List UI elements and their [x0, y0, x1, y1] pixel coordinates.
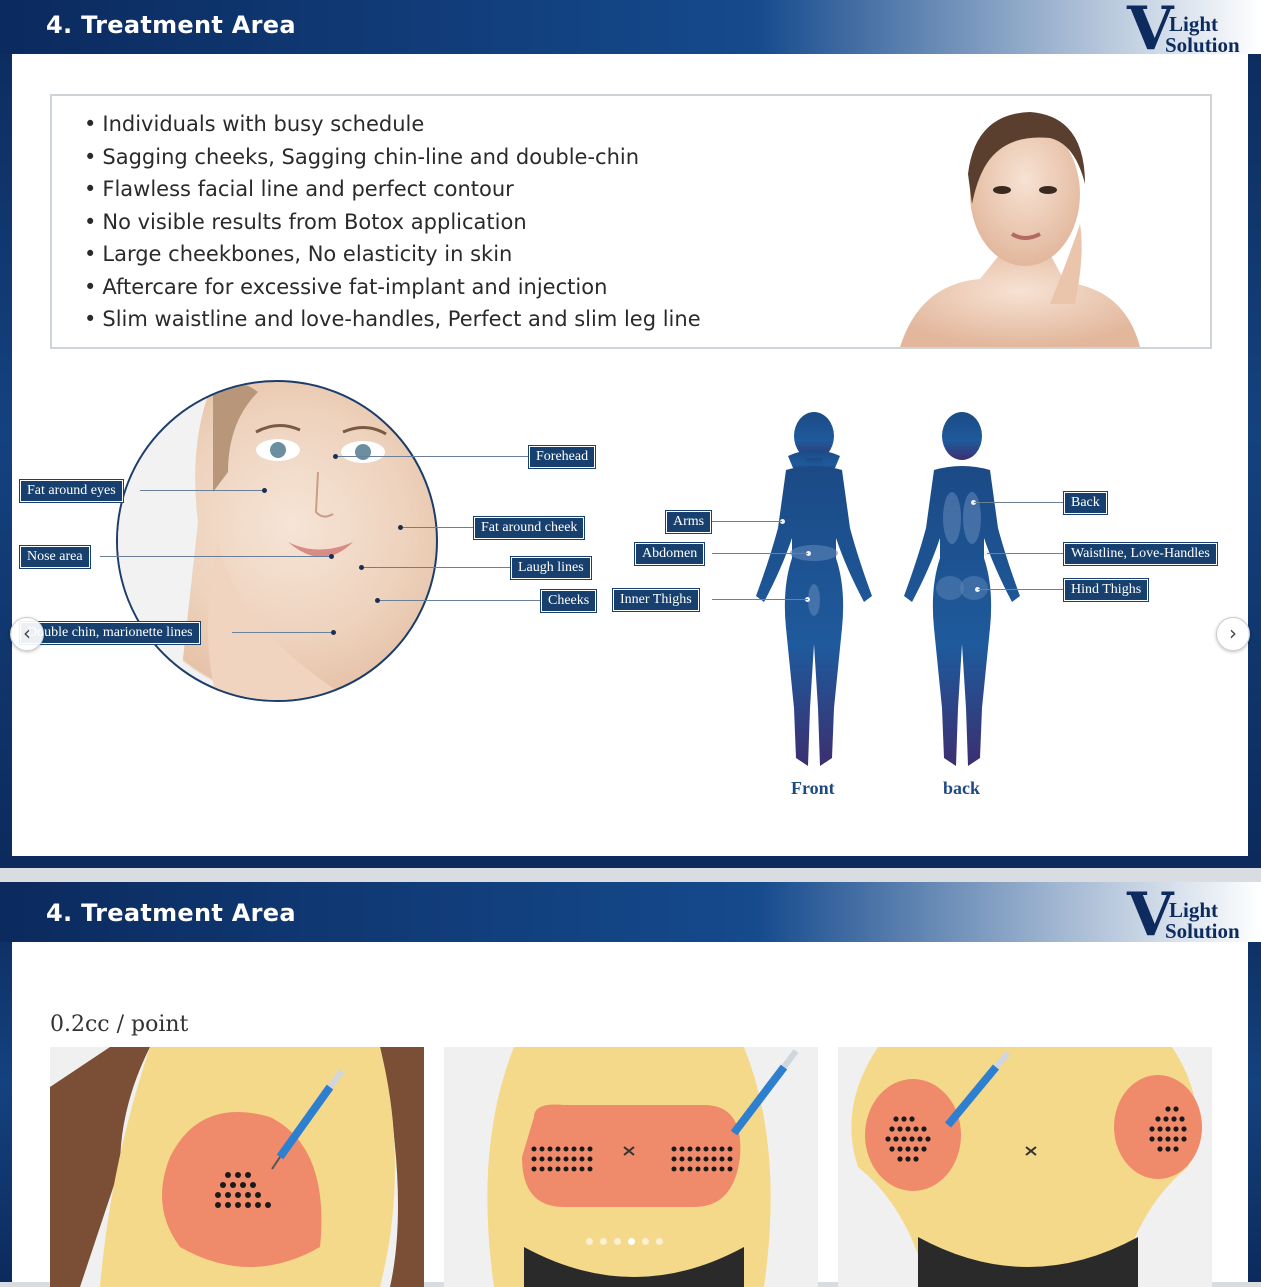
label-forehead: Forehead — [527, 445, 597, 469]
list-item: Individuals with busy schedule — [84, 108, 701, 141]
carousel-dot[interactable] — [656, 1238, 663, 1245]
list-item: No visible results from Botox applicatio… — [84, 206, 701, 239]
indications-list: Individuals with busy schedule Sagging c… — [84, 108, 701, 336]
leader-line — [336, 456, 530, 457]
leader-line — [378, 600, 542, 601]
carousel-dot[interactable] — [586, 1238, 593, 1245]
marker-dot — [331, 630, 336, 635]
leader-line — [978, 589, 1066, 590]
marker-dot — [398, 525, 403, 530]
carousel-prev-button[interactable]: ‹ — [10, 617, 44, 651]
slide-header: 4. Treatment Area V Light Solution — [0, 880, 1261, 950]
label-laugh-lines: Laugh lines — [510, 556, 592, 580]
leader-line — [974, 502, 1066, 503]
slide-treatment-area-2: 4. Treatment Area V Light Solution 0.2cc… — [0, 880, 1261, 1287]
marker-dot — [984, 551, 989, 556]
label-arms: Arms — [664, 510, 713, 534]
logo-letter: V — [1127, 880, 1174, 950]
slide-body: 0.2cc / point — [12, 942, 1248, 1287]
leader-line — [100, 556, 332, 557]
caption-front: Front — [791, 778, 835, 798]
carousel-dot-active[interactable] — [628, 1238, 635, 1245]
logo-word-solution: Solution — [1165, 33, 1240, 57]
slide-treatment-area-1: 4. Treatment Area V Light Solution Indiv… — [0, 0, 1261, 868]
body-silhouettes — [756, 412, 1020, 766]
label-back: Back — [1063, 491, 1108, 515]
marker-dot — [375, 598, 380, 603]
label-fat-around-eyes: Fat around eyes — [19, 479, 124, 503]
list-item: Sagging cheeks, Sagging chin-line and do… — [84, 141, 701, 174]
leader-line — [987, 553, 1065, 554]
list-item: Slim waistline and love-handles, Perfect… — [84, 303, 700, 336]
list-item: Flawless facial line and perfect contour — [84, 173, 701, 206]
carousel-dot[interactable] — [642, 1238, 649, 1245]
leader-line — [712, 599, 808, 600]
logo-letter: V — [1127, 0, 1174, 64]
brand-logo: V Light Solution — [1127, 0, 1249, 64]
marker-dot — [780, 519, 785, 524]
back-figure — [904, 412, 1020, 766]
marker-dot — [971, 500, 976, 505]
logo-word-light: Light — [1169, 898, 1219, 922]
list-item: Large cheekbones, No elasticity in skin — [84, 238, 701, 271]
carousel-dot[interactable] — [614, 1238, 621, 1245]
slide-header: 4. Treatment Area V Light Solution — [0, 0, 1261, 64]
brand-logo: V Light Solution — [1127, 880, 1249, 950]
label-hind-thighs: Hind Thighs — [1062, 578, 1150, 602]
marker-dot — [975, 587, 980, 592]
leader-line — [232, 632, 334, 633]
carousel-pagination — [586, 1238, 663, 1245]
slide-title: 4. Treatment Area — [46, 11, 296, 39]
marker-dot — [806, 551, 811, 556]
label-waistline-love-handles: Waistline, Love-Handles — [1063, 542, 1218, 566]
label-double-chin: Double chin, marionette lines — [19, 621, 201, 645]
illustration-chin — [50, 1047, 424, 1287]
marker-dot — [262, 488, 267, 493]
list-item: Aftercare for excessive fat-implant and … — [84, 271, 701, 304]
slide-body: Individuals with busy schedule Sagging c… — [12, 54, 1248, 856]
illustration-love-handles — [838, 1047, 1212, 1287]
leader-line — [400, 527, 474, 528]
label-abdomen: Abdomen — [633, 542, 706, 566]
chevron-right-icon: › — [1229, 621, 1237, 645]
leader-line — [712, 553, 808, 554]
marker-dot — [333, 454, 338, 459]
marker-dot — [359, 565, 364, 570]
logo-word-solution: Solution — [1165, 919, 1240, 943]
leader-line — [712, 521, 782, 522]
woman-portrait-image — [900, 112, 1140, 347]
leader-line — [362, 567, 512, 568]
label-inner-thighs: Inner Thighs — [612, 588, 700, 612]
face-zoom-image — [116, 380, 438, 702]
marker-dot — [329, 554, 334, 559]
slide-title: 4. Treatment Area — [46, 899, 296, 927]
carousel-dot[interactable] — [600, 1238, 607, 1245]
indications-box: Individuals with busy schedule Sagging c… — [50, 94, 1212, 349]
dose-label: 0.2cc / point — [50, 1012, 189, 1037]
caption-back: back — [943, 778, 981, 798]
leader-line — [140, 490, 264, 491]
label-fat-around-cheek: Fat around cheek — [472, 516, 586, 540]
logo-word-light: Light — [1169, 12, 1219, 36]
label-nose-area: Nose area — [19, 545, 91, 569]
chevron-left-icon: ‹ — [23, 621, 31, 645]
illustration-abdomen — [444, 1047, 818, 1287]
face-illustration — [118, 382, 387, 700]
carousel-next-button[interactable]: › — [1216, 617, 1250, 651]
label-cheeks: Cheeks — [539, 589, 598, 613]
